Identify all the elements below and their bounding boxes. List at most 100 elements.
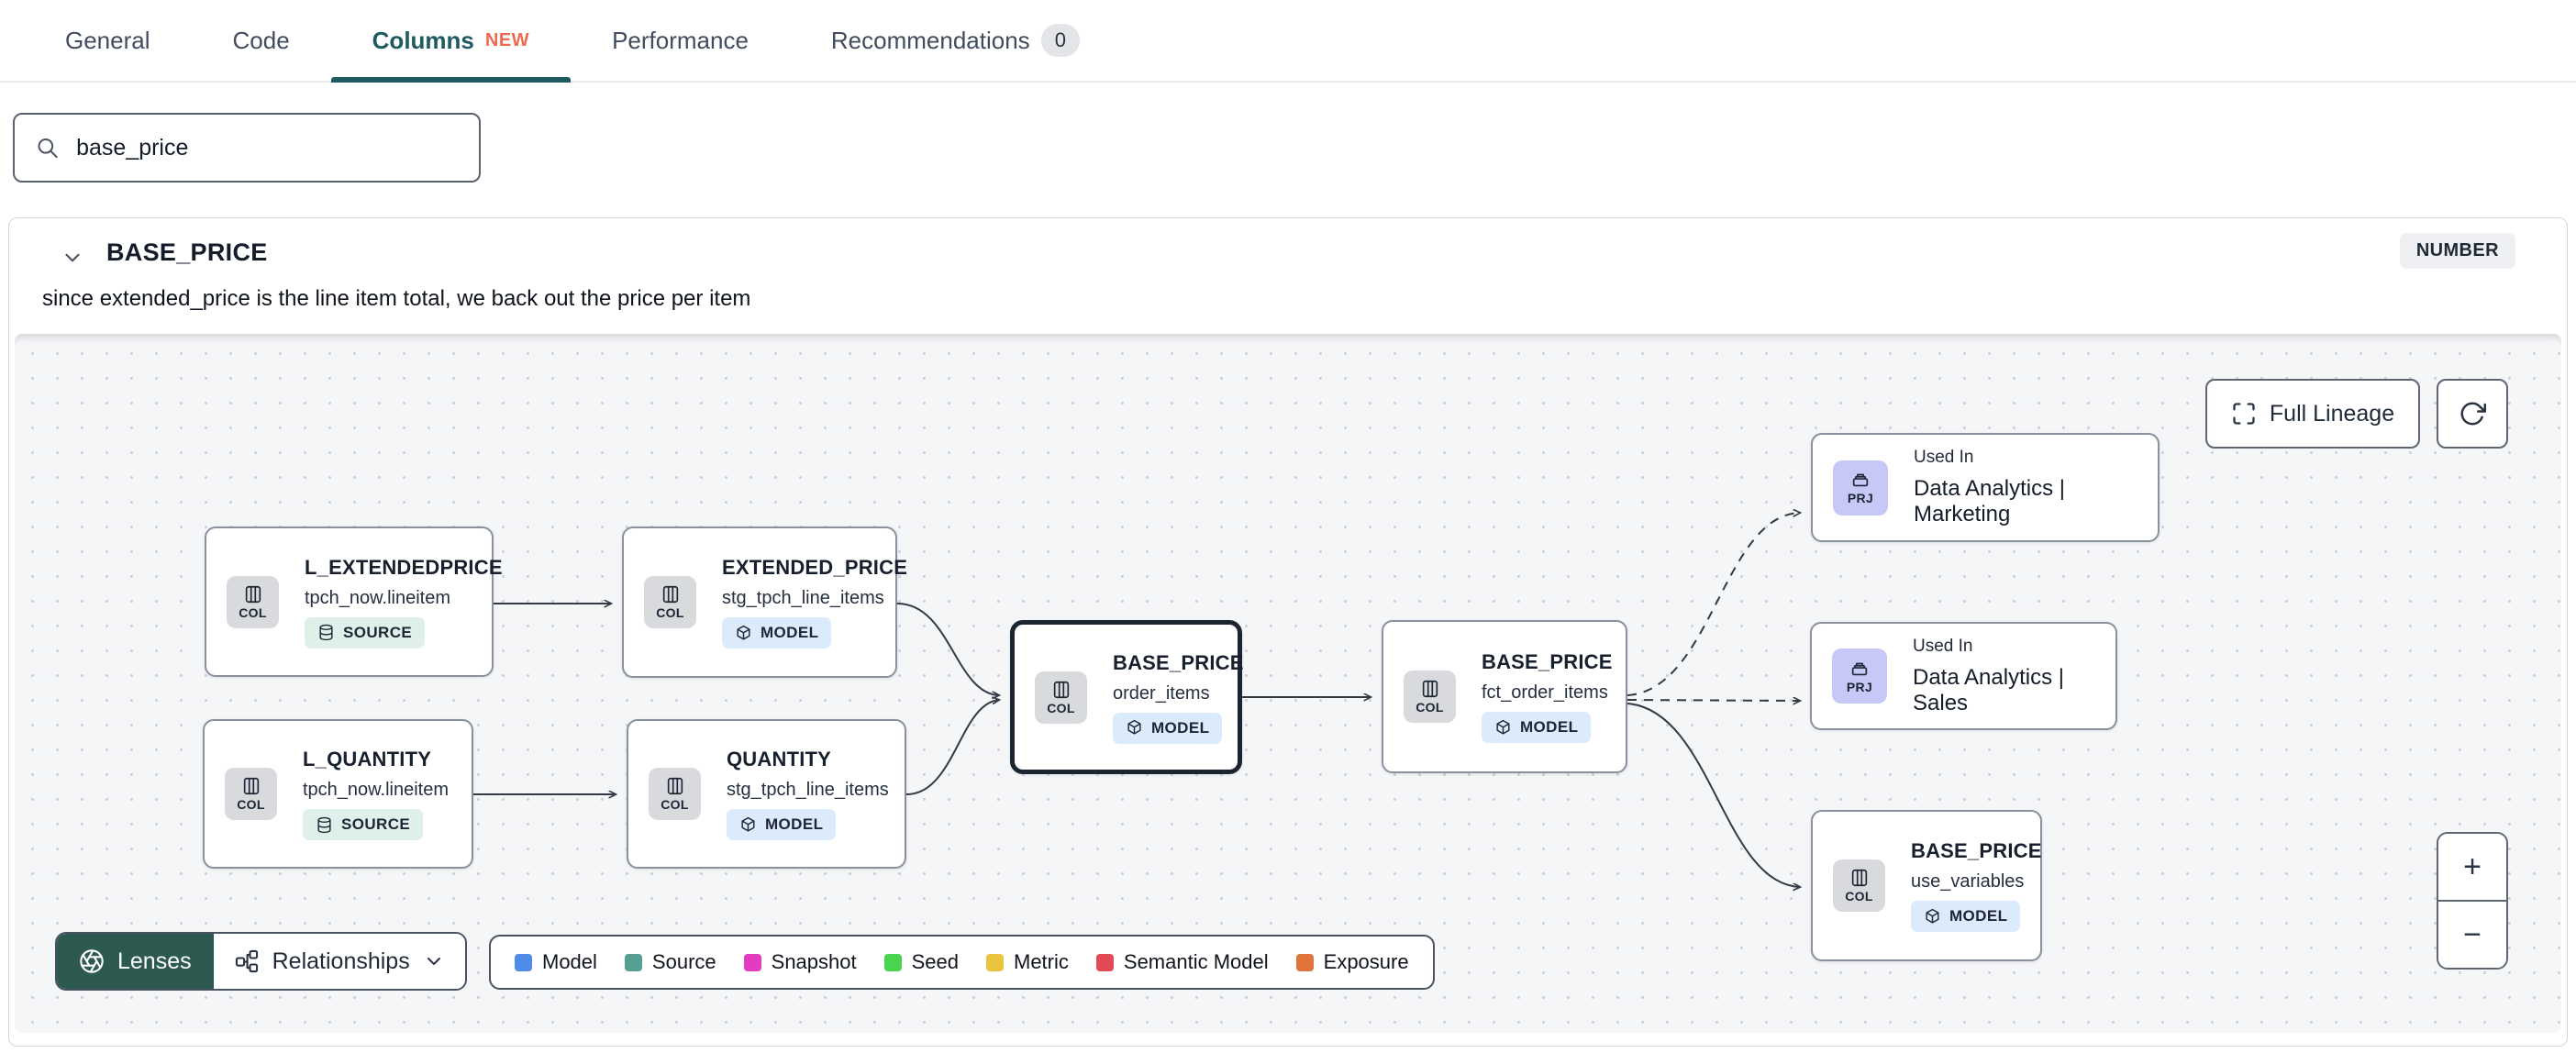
lineage-node-used-in-marketing[interactable]: PRJ Used In Data Analytics | Marketing: [1811, 433, 2160, 542]
tab-bar: General Code Columns NEW Performance Rec…: [0, 0, 2576, 83]
lineage-node-used-in-sales[interactable]: PRJ Used In Data Analytics | Sales: [1810, 622, 2117, 730]
lineage-canvas[interactable]: COL L_EXTENDEDPRICE tpch_now.lineitem SO…: [15, 334, 2561, 1033]
node-title: BASE_PRICE: [1911, 839, 2042, 862]
legend-item-exposure: Exposure: [1295, 950, 1409, 974]
column-icon: [1851, 869, 1867, 887]
chevron-down-icon: [427, 958, 440, 965]
lineage-node-extended-price[interactable]: COL EXTENDED_PRICE stg_tpch_line_items M…: [622, 526, 908, 678]
column-icon: [662, 585, 678, 604]
cube-icon: [1926, 908, 1939, 924]
column-icon: [1422, 680, 1438, 698]
zoom-out-button[interactable]: −: [2438, 900, 2506, 968]
legend-swatch: [883, 953, 902, 971]
lineage-edges: [473, 334, 2561, 1033]
cube-icon: [1496, 719, 1510, 735]
column-icon: [243, 777, 259, 795]
search-input[interactable]: [76, 134, 459, 161]
database-icon: [317, 816, 331, 833]
resource-badge: MODEL: [1482, 712, 1592, 743]
lineage-legend: Model Source Snapshot Seed Metric Semant…: [489, 935, 1435, 990]
node-title: BASE_PRICE: [1482, 650, 1613, 673]
lineage-node-l-quantity[interactable]: COL L_QUANTITY tpch_now.lineitem SOURCE: [203, 719, 473, 869]
legend-swatch: [624, 953, 642, 971]
database-icon: [319, 624, 333, 641]
lineage-node-quantity[interactable]: COL QUANTITY stg_tpch_line_items MODEL: [627, 719, 906, 869]
project-icon: [1851, 662, 1868, 675]
legend-swatch: [515, 953, 532, 971]
node-subtitle: tpch_now.lineitem: [305, 587, 450, 608]
project-chip: PRJ: [1832, 648, 1887, 704]
lineage-node-base-price-use-variables[interactable]: COL BASE_PRICE use_variables MODEL: [1811, 810, 2042, 961]
legend-swatch: [1095, 953, 1114, 971]
cube-icon: [741, 816, 755, 832]
column-type-badge: NUMBER: [2399, 233, 2515, 269]
cube-icon: [1127, 719, 1141, 735]
node-title: L_EXTENDEDPRICE: [305, 555, 503, 579]
resource-badge: MODEL: [1113, 712, 1223, 744]
column-icon: [1053, 681, 1069, 698]
column-chip: COL: [644, 576, 696, 628]
refresh-button[interactable]: [2437, 379, 2508, 449]
collapse-chevron-icon[interactable]: [61, 246, 84, 270]
column-icon: [245, 585, 261, 603]
relationships-icon: [235, 949, 258, 973]
column-panel: BASE_PRICE NUMBER since extended_price i…: [8, 217, 2568, 1047]
column-chip: COL: [225, 768, 277, 820]
column-chip: COL: [1833, 859, 1885, 912]
project-icon: [1852, 473, 1869, 487]
tab-code[interactable]: Code: [232, 26, 290, 54]
tab-columns[interactable]: Columns NEW: [330, 0, 572, 83]
node-subtitle: fct_order_items: [1482, 682, 1608, 703]
zoom-controls: + −: [2437, 832, 2508, 970]
resource-badge: SOURCE: [305, 616, 426, 648]
legend-item-model: Model: [515, 950, 597, 974]
node-title: BASE_PRICE: [1113, 650, 1244, 674]
relationships-dropdown[interactable]: Relationships: [213, 934, 465, 989]
legend-swatch: [986, 953, 1004, 971]
legend-swatch: [1295, 953, 1314, 971]
resource-badge: MODEL: [722, 617, 832, 648]
zoom-in-button[interactable]: +: [2438, 834, 2506, 900]
column-name: BASE_PRICE: [106, 238, 268, 266]
legend-item-semantic-model: Semantic Model: [1095, 950, 1269, 974]
node-subtitle: tpch_now.lineitem: [303, 780, 449, 800]
lineage-node-base-price-selected[interactable]: COL BASE_PRICE order_items MODEL: [1010, 620, 1244, 774]
cube-icon: [737, 625, 750, 640]
legend-item-snapshot: Snapshot: [743, 950, 857, 974]
node-subtitle: use_variables: [1911, 871, 2025, 892]
lenses-group: Lenses Relationships: [55, 932, 467, 991]
column-chip: COL: [649, 768, 701, 820]
node-title: L_QUANTITY: [303, 748, 432, 770]
legend-item-metric: Metric: [986, 950, 1069, 974]
expand-icon: [2233, 403, 2255, 425]
node-subtitle: order_items: [1113, 682, 1210, 704]
resource-badge: SOURCE: [303, 809, 424, 840]
refresh-icon: [2460, 402, 2486, 426]
recommendations-count-badge: 0: [1040, 24, 1080, 57]
legend-item-source: Source: [624, 950, 716, 974]
used-in-label: Used In: [1913, 636, 1973, 656]
tab-performance[interactable]: Performance: [612, 26, 749, 54]
lineage-node-base-price-fct[interactable]: COL BASE_PRICE fct_order_items MODEL: [1382, 620, 1627, 773]
search-icon: [38, 138, 58, 159]
node-subtitle: stg_tpch_line_items: [722, 588, 884, 608]
aperture-icon: [80, 949, 104, 973]
resource-badge: MODEL: [1911, 901, 2021, 932]
lineage-node-l-extendedprice[interactable]: COL L_EXTENDEDPRICE tpch_now.lineitem SO…: [205, 526, 503, 677]
legend-swatch: [743, 953, 761, 971]
tab-general[interactable]: General: [65, 26, 150, 54]
used-in-name: Data Analytics | Sales: [1913, 664, 2064, 715]
column-chip: COL: [1404, 671, 1456, 723]
column-icon: [667, 777, 683, 795]
new-badge: NEW: [484, 29, 530, 50]
lenses-button[interactable]: Lenses: [57, 934, 214, 989]
node-title: EXTENDED_PRICE: [722, 556, 908, 579]
node-title: QUANTITY: [727, 748, 832, 770]
column-chip: COL: [227, 575, 279, 628]
search-row: [0, 84, 2576, 216]
full-lineage-button[interactable]: Full Lineage: [2205, 379, 2420, 449]
tab-recommendations[interactable]: Recommendations 0: [790, 0, 1121, 81]
search-box[interactable]: [13, 113, 481, 183]
column-description: since extended_price is the line item to…: [42, 286, 751, 311]
node-subtitle: stg_tpch_line_items: [727, 780, 889, 800]
